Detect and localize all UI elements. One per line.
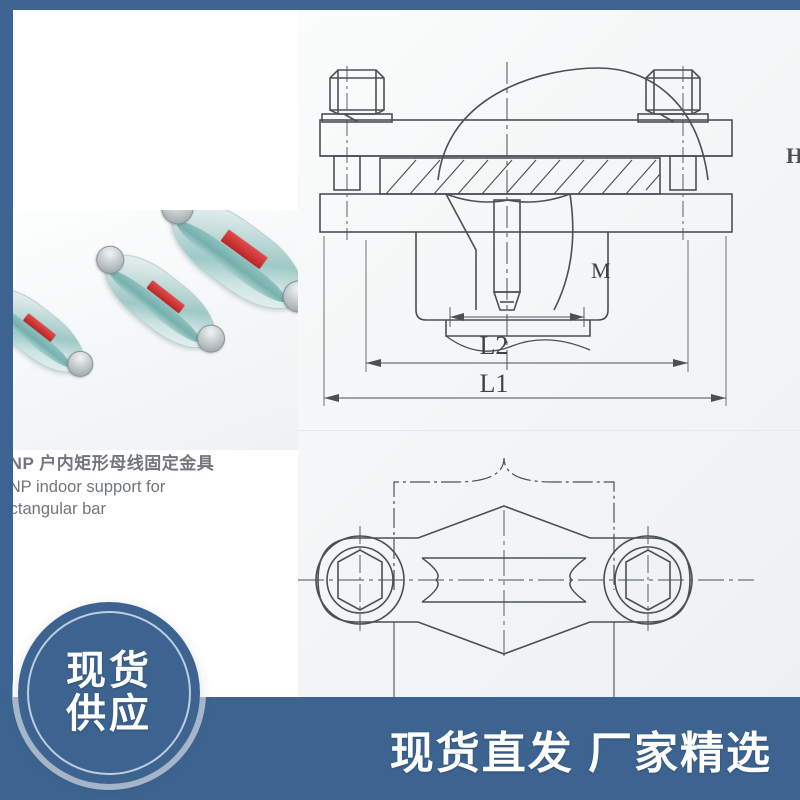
product-photo-image bbox=[13, 210, 298, 450]
plan-view-drawing bbox=[298, 457, 754, 700]
insulator-inner-right bbox=[553, 193, 574, 311]
technical-drawing-panel: M L2 L1 bbox=[298, 10, 800, 700]
insulator-cup-top-right bbox=[507, 193, 571, 203]
insulator-inner-left bbox=[445, 193, 477, 310]
product-caption: MNP 户内矩形母线固定金具 MNP indoor support for re… bbox=[13, 453, 295, 520]
product-photo-panel: MNP 户内矩形母线固定金具 MNP indoor support for re… bbox=[13, 10, 298, 700]
dimension-M bbox=[449, 307, 585, 327]
dimension-label-L2: L2 bbox=[480, 331, 509, 360]
right-hex-nut bbox=[637, 69, 709, 123]
dimension-L2 bbox=[365, 240, 689, 372]
insulator-body-outline bbox=[415, 232, 609, 321]
insulator-base-break-line bbox=[445, 335, 591, 352]
banner-headline: 现货直发 厂家精选 bbox=[389, 728, 772, 778]
hidden-profile-outline bbox=[393, 457, 615, 590]
upper-clamp-plate bbox=[319, 119, 733, 157]
badge-line-2: 供应 bbox=[66, 692, 152, 736]
dimension-label-L1: L1 bbox=[480, 369, 509, 398]
front-elevation-drawing: M L2 L1 bbox=[319, 62, 733, 406]
content-canvas: MNP 户内矩形母线固定金具 MNP indoor support for re… bbox=[13, 10, 800, 700]
dimension-L1 bbox=[323, 236, 727, 406]
badge-line-1: 现货 bbox=[66, 648, 152, 693]
view-separator bbox=[298, 430, 800, 431]
insulator-dome-outline bbox=[437, 67, 709, 181]
caption-english-line-1: MNP indoor support for bbox=[13, 477, 166, 496]
dimension-label-M: M bbox=[591, 258, 611, 283]
caption-chinese: MNP 户内矩形母线固定金具 bbox=[13, 454, 215, 473]
clipped-edge-glyph: H bbox=[786, 143, 800, 168]
caption-english-line-2: rectangular bar bbox=[13, 500, 106, 519]
insulator-base-plate bbox=[445, 320, 591, 337]
in-stock-badge: 现货 供应 bbox=[18, 602, 200, 784]
left-hex-nut bbox=[321, 69, 393, 123]
busbar-hatching bbox=[385, 159, 661, 195]
product-clamp-small bbox=[13, 274, 99, 387]
insulator-cup-top-left bbox=[445, 193, 509, 203]
lower-clamp-plate bbox=[319, 193, 733, 233]
